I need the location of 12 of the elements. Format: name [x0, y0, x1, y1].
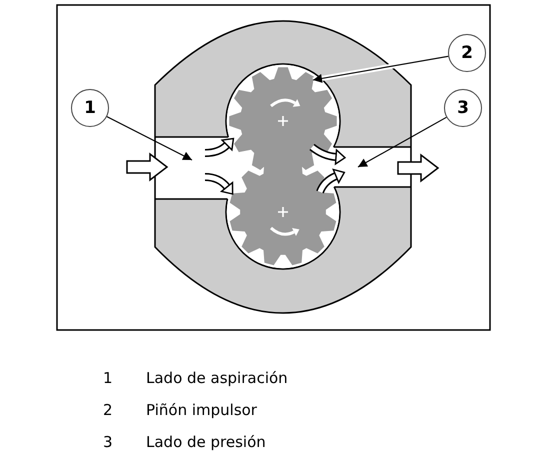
key-text: Lado de presión	[146, 432, 266, 452]
leader-arrow	[358, 116, 447, 168]
key-number: 2	[103, 400, 113, 420]
callout-number: 1	[71, 89, 109, 127]
leader-arrow	[106, 116, 192, 160]
callout-number: 2	[448, 34, 486, 72]
key-text: Lado de aspiración	[146, 368, 288, 388]
key-number: 3	[103, 432, 113, 452]
leader-arrow	[312, 56, 448, 83]
callout-number: 3	[444, 89, 482, 127]
key-number: 1	[103, 368, 113, 388]
key-text: Piñón impulsor	[146, 400, 257, 420]
